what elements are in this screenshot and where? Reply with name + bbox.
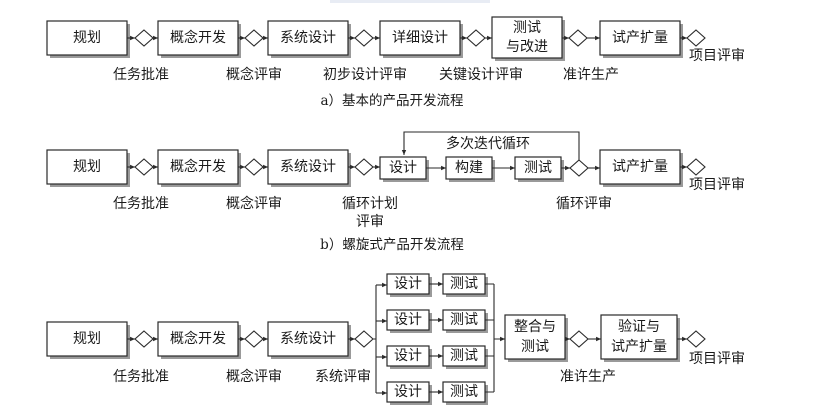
b-milestone-2: 概念评审 [226, 195, 282, 212]
a-diamond-1 [134, 29, 154, 47]
diagram-b: 规划 概念开发 系统设计 设计 构建 [46, 131, 745, 253]
b-loop-box-build: 构建 [445, 156, 495, 182]
a-milestone-4: 关键设计评审 [439, 67, 523, 83]
b-caption: b）螺旋式产品开发流程 [320, 237, 464, 253]
b-diamond-2 [244, 158, 264, 176]
b-box-1-label: 规划 [73, 159, 101, 175]
a-box-4-label: 详细设计 [392, 30, 448, 46]
a-caption: a）基本的产品开发流程 [320, 92, 463, 109]
c-pair-2-design-label: 设计 [394, 312, 422, 328]
diagram-a: 规划 概念开发 系统设计 详细设计 [46, 16, 745, 109]
a-box-1-label: 规划 [73, 30, 101, 46]
a-diamond-3 [354, 29, 374, 47]
c-integrate-label-line-1: 整合与 [514, 319, 556, 335]
a-box-4: 详细设计 [379, 20, 463, 58]
a-milestone-3: 初步设计评审 [323, 66, 407, 83]
c-final-label-line-2: 试产扩量 [611, 339, 667, 355]
c-pair-1: 设计 测试 [386, 273, 488, 297]
b-milestone-1: 任务批准 [113, 196, 169, 212]
c-box-1-label: 规划 [73, 331, 101, 347]
c-pair-3-design-label: 设计 [394, 348, 422, 364]
c-pair-2-test-label: 测试 [450, 312, 478, 328]
c-milestone-2: 概念评审 [226, 368, 282, 385]
a-box-2: 概念开发 [157, 20, 241, 58]
b-loop-build-label: 构建 [455, 160, 483, 176]
c-diamond-end [686, 330, 706, 348]
c-pair-1-test-label: 测试 [450, 276, 478, 292]
b-loop-box-design: 设计 [379, 156, 429, 182]
c-diamond-3 [354, 330, 374, 348]
a-diamond-6 [686, 29, 706, 47]
a-box-6: 试产扩量 [599, 20, 683, 58]
a-box-2-label: 概念开发 [170, 29, 226, 46]
c-milestone-4: 准许生产 [560, 369, 616, 385]
b-milestone-5: 循环评审 [556, 196, 612, 212]
b-diamond-end [686, 158, 706, 176]
a-milestone-1: 任务批准 [113, 67, 169, 83]
b-box-3: 系统设计 [267, 149, 351, 187]
a-box-6-label: 试产扩量 [612, 30, 668, 46]
a-milestone-5: 准许生产 [563, 67, 619, 83]
b-end-label: 项目评审 [689, 177, 745, 193]
c-final-box: 验证与 试产扩量 [600, 314, 680, 362]
b-milestone-3: 循环计划 [342, 196, 398, 212]
b-box-1: 规划 [46, 149, 130, 187]
b-loop-label: 多次迭代循环 [446, 135, 530, 152]
b-milestone-4: 评审 [356, 214, 384, 230]
b-loop-design-label: 设计 [389, 160, 417, 176]
c-diamond-4 [569, 330, 589, 348]
b-loop-test-label: 测试 [524, 160, 552, 176]
c-integrate-box: 整合与 测试 [504, 314, 568, 362]
a-diamond-2 [244, 29, 264, 47]
c-end-label: 项目评审 [689, 351, 745, 367]
a-box-5-label-line-2: 与改进 [506, 39, 548, 55]
b-diamond-1 [134, 158, 154, 176]
c-pair-4-test-label: 测试 [450, 384, 478, 400]
c-box-3: 系统设计 [267, 321, 351, 359]
b-diamond-loop [569, 159, 589, 177]
b-box-2-label: 概念开发 [170, 158, 226, 175]
c-pair-4: 设计 测试 [386, 381, 488, 405]
diagram-c: 规划 概念开发 系统设计 设计 [46, 273, 745, 405]
a-end-label: 项目评审 [689, 48, 745, 64]
c-milestone-1: 任务批准 [113, 369, 169, 385]
c-box-2: 概念开发 [157, 321, 241, 359]
c-milestone-3: 系统评审 [315, 369, 371, 385]
a-box-3-label: 系统设计 [280, 30, 336, 46]
a-diamond-4 [466, 29, 486, 47]
a-box-5-label-line-1: 测试 [513, 20, 541, 36]
b-box-3-label: 系统设计 [280, 159, 336, 175]
b-loop-back-arrow [401, 131, 580, 160]
b-final-box-label: 试产扩量 [612, 159, 668, 175]
c-pair-4-design-label: 设计 [394, 384, 422, 400]
b-diamond-3 [354, 158, 374, 176]
c-box-2-label: 概念开发 [170, 330, 226, 347]
c-box-3-label: 系统设计 [280, 331, 336, 347]
a-box-1: 规划 [46, 20, 130, 58]
b-box-2: 概念开发 [157, 149, 241, 187]
b-loop-box-test: 测试 [514, 156, 564, 182]
c-pair-3: 设计 测试 [386, 345, 488, 369]
c-fanout-spine [373, 285, 377, 393]
c-fanin-spine [485, 283, 500, 393]
b-final-box: 试产扩量 [599, 149, 683, 187]
c-final-label-line-1: 验证与 [618, 319, 660, 335]
a-diamond-5 [568, 29, 588, 47]
c-integrate-label-line-2: 测试 [521, 339, 549, 355]
a-box-3: 系统设计 [267, 20, 351, 58]
a-milestone-2: 概念评审 [226, 66, 282, 83]
c-diamond-1 [134, 330, 154, 348]
top-edge-strip [330, 0, 490, 3]
c-box-1: 规划 [46, 321, 130, 359]
a-box-5: 测试 与改进 [491, 16, 565, 61]
c-pair-2: 设计 测试 [386, 309, 488, 333]
c-diamond-2 [244, 330, 264, 348]
c-pair-3-test-label: 测试 [450, 348, 478, 364]
c-pair-1-design-label: 设计 [394, 276, 422, 292]
